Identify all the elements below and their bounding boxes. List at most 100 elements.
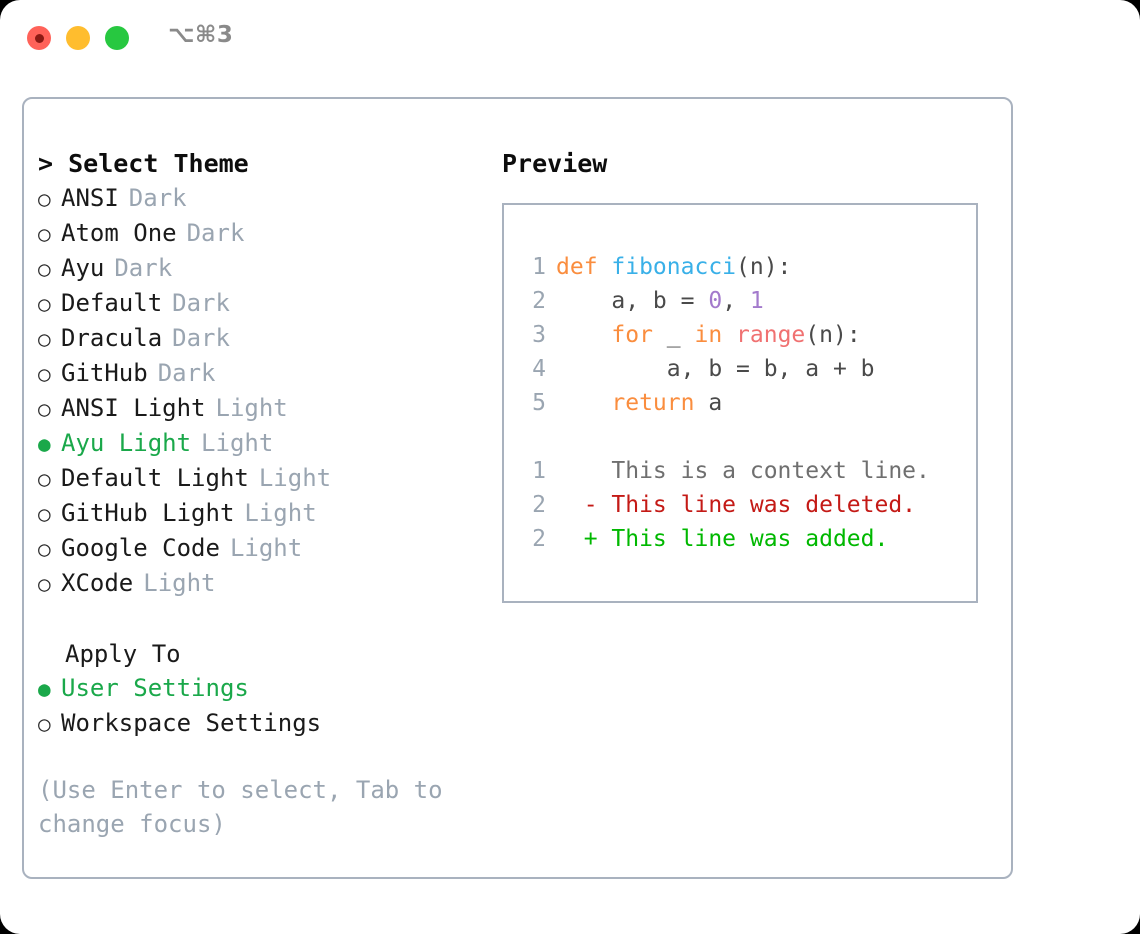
diff-line: 2 + This line was added. [520, 522, 930, 556]
theme-option-dracula[interactable]: ○ Dracula Dark [38, 321, 478, 356]
code-token: a, b = b, a + b [556, 356, 875, 382]
code-line: 3 for _ in range(n): [520, 318, 930, 352]
line-number: 4 [532, 356, 546, 382]
diff-line-text: + This line was added. [556, 526, 889, 552]
code-token: 0 [708, 288, 723, 314]
radio-unselected-icon: ○ [38, 187, 51, 211]
code-token: (n): [805, 322, 861, 348]
radio-unselected-icon: ○ [38, 502, 51, 526]
preview-spacer [520, 420, 930, 454]
radio-selected-icon: ● [38, 432, 51, 456]
apply-to-option-workspace-settings[interactable]: ○ Workspace Settings [38, 706, 478, 741]
minimize-window-button[interactable] [66, 26, 90, 50]
theme-option-label: Default [61, 289, 163, 317]
theme-option-label: Atom One [61, 219, 177, 247]
theme-option-kind: Dark [157, 359, 216, 387]
maximize-window-button[interactable] [105, 26, 129, 50]
code-token: in [694, 322, 723, 348]
code-token: _ [652, 322, 695, 348]
code-token: return [611, 390, 695, 416]
diff-line: 1 This is a context line. [520, 454, 930, 488]
code-token: range [736, 322, 806, 348]
theme-option-ayu-light[interactable]: ● Ayu Light Light [38, 426, 478, 461]
radio-selected-icon: ● [38, 677, 51, 701]
code-line: 5 return a [520, 386, 930, 420]
theme-option-kind: Light [258, 464, 332, 492]
theme-option-github-light[interactable]: ○ GitHub Light Light [38, 496, 478, 531]
theme-option-label: Ayu [61, 254, 105, 282]
diff-line-text: This is a context line. [556, 458, 930, 484]
close-window-button[interactable] [27, 26, 51, 50]
select-theme-heading: > Select Theme [38, 149, 249, 178]
theme-option-kind: Dark [186, 219, 245, 247]
theme-option-atom-one[interactable]: ○ Atom One Dark [38, 216, 478, 251]
line-number: 2 [532, 526, 546, 552]
radio-unselected-icon: ○ [38, 327, 51, 351]
line-number: 3 [532, 322, 546, 348]
code-token [722, 322, 736, 348]
theme-option-github[interactable]: ○ GitHub Dark [38, 356, 478, 391]
line-number: 2 [532, 492, 546, 518]
theme-option-label: GitHub [61, 359, 148, 387]
apply-to-section: Apply To ● User Settings ○ Workspace Settin… [38, 637, 478, 741]
code-token: a [694, 390, 723, 416]
keyboard-hint-text: (Use Enter to select, Tab to change focu… [38, 776, 443, 838]
theme-option-kind: Light [201, 429, 274, 457]
theme-option-label: ANSI [61, 184, 119, 212]
code-token: a, b = [556, 288, 709, 314]
apply-to-option-label: User Settings [61, 674, 249, 702]
line-number: 5 [532, 390, 546, 416]
diff-line: 2 - This line was deleted. [520, 488, 930, 522]
theme-option-google-code[interactable]: ○ Google Code Light [38, 531, 478, 566]
theme-option-kind: Dark [114, 254, 173, 282]
keyboard-shortcut-label: ⌥⌘3 [168, 22, 234, 48]
traffic-lights [27, 26, 129, 50]
theme-option-ansi[interactable]: ○ ANSI Dark [38, 181, 478, 216]
apply-to-option-label: Workspace Settings [61, 709, 322, 737]
theme-option-kind: Light [229, 534, 303, 562]
theme-option-label: XCode [61, 569, 134, 597]
code-line: 4 a, b = b, a + b [520, 352, 930, 386]
apply-to-heading: Apply To [65, 640, 181, 668]
code-line: 2 a, b = 0, 1 [520, 284, 930, 318]
theme-option-kind: Light [215, 394, 288, 422]
theme-option-kind: Dark [128, 184, 187, 212]
radio-unselected-icon: ○ [38, 362, 51, 386]
preview-heading: Preview [502, 149, 608, 178]
theme-option-label: Dracula [61, 324, 163, 352]
theme-option-label: Ayu Light [61, 429, 192, 457]
code-token [556, 390, 611, 416]
radio-unselected-icon: ○ [38, 572, 51, 596]
theme-option-kind: Dark [172, 324, 230, 352]
radio-unselected-icon: ○ [38, 537, 51, 561]
code-token [556, 322, 611, 348]
title-bar: ⌥⌘3 [0, 0, 1140, 78]
diff-line-text: - This line was deleted. [556, 492, 917, 518]
apply-to-option-list: ● User Settings ○ Workspace Settings [38, 671, 478, 741]
line-number: 2 [532, 288, 546, 314]
radio-unselected-icon: ○ [38, 222, 51, 246]
code-token: def [556, 254, 612, 280]
code-token: , [722, 288, 750, 314]
theme-option-label: GitHub Light [61, 499, 235, 527]
radio-unselected-icon: ○ [38, 712, 51, 736]
theme-option-kind: Light [244, 499, 317, 527]
code-token: (n): [736, 254, 792, 280]
line-number: 1 [532, 254, 546, 280]
apply-to-option-user-settings[interactable]: ● User Settings [38, 671, 478, 706]
theme-option-label: Google Code [61, 534, 220, 562]
